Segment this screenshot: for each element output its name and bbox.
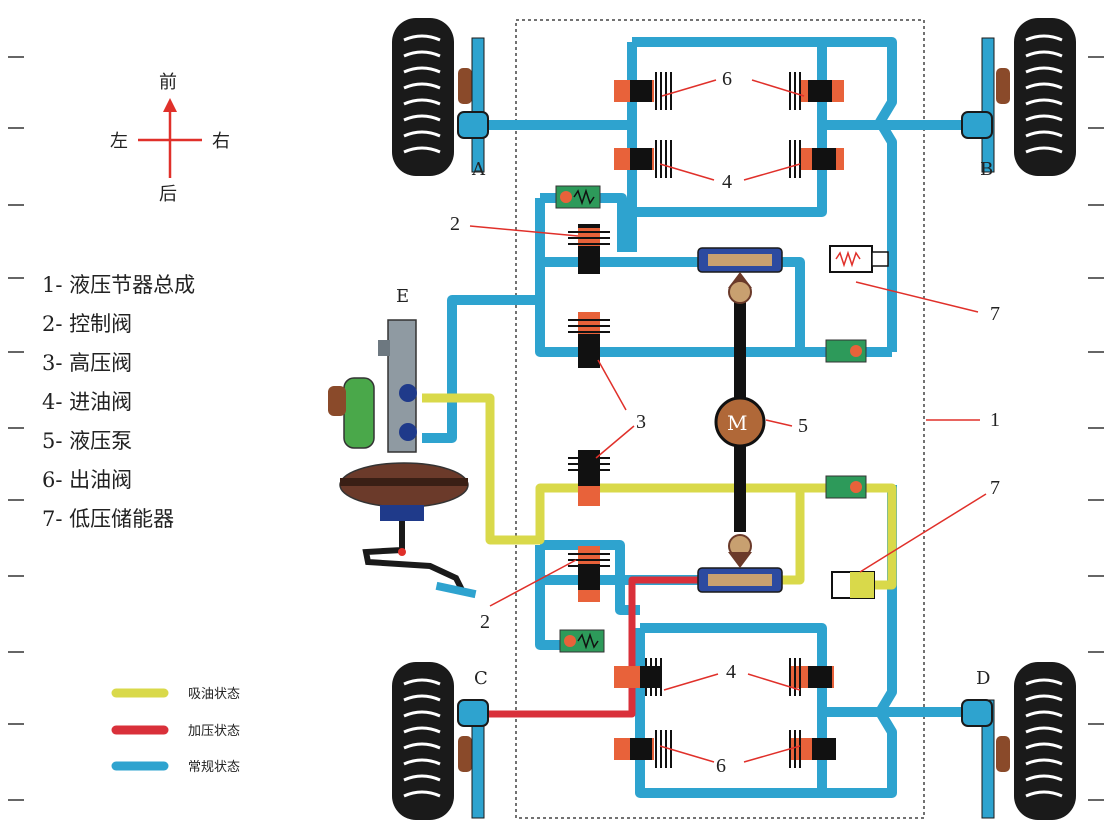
legend-label-suction: 吸油状态 [188, 687, 240, 702]
pump-cylinder-lower [697, 552, 783, 593]
valve-outlet-bottom-right [789, 730, 836, 768]
margin-ticks-left [8, 56, 24, 801]
compass-arrow-icon [163, 98, 177, 112]
parts-list-item: 7- 低压储能器 [42, 507, 174, 531]
callout-6-lower: 6 [716, 755, 726, 777]
margin-ticks-right [1088, 56, 1104, 801]
valve-inlet-top-left [614, 140, 672, 178]
valve-inlet-bottom-left [614, 658, 662, 696]
valve-inlet-bottom-right [789, 658, 834, 696]
callout-5: 5 [798, 415, 808, 437]
control-valve-lower [568, 546, 610, 602]
wheel-label-b: B [980, 159, 993, 180]
wheel-label-a: A [471, 159, 486, 180]
callout-7-upper: 7 [990, 303, 1000, 325]
parts-list-item: 4- 进油阀 [42, 390, 132, 414]
parts-list: 1- 液压节器总成 2- 控制阀 3- 高压阀 4- 进油阀 5- 液压泵 6-… [42, 273, 195, 531]
compass-left: 左 [110, 131, 128, 152]
valve-outlet-top-right [789, 72, 844, 110]
callout-1: 1 [990, 409, 1000, 431]
label-e: E [396, 286, 409, 307]
parts-list-item: 5- 液压泵 [42, 429, 132, 453]
high-pressure-valve-lower [568, 450, 610, 506]
check-valve-upper [555, 185, 601, 209]
master-cylinder-booster: E [328, 286, 477, 599]
callout-2-lower: 2 [480, 611, 490, 633]
direction-compass: 前 后 左 右 [110, 72, 230, 205]
valve-inlet-top-right [789, 140, 844, 178]
callout-4-lower: 4 [726, 661, 736, 683]
control-valve-upper [568, 224, 610, 274]
callout-4-upper: 4 [722, 171, 732, 193]
high-pressure-valve-upper [568, 312, 610, 368]
callout-7-lower: 7 [990, 477, 1000, 499]
wheel-rear-left: C [392, 662, 489, 820]
low-pressure-accumulator-lower [831, 571, 875, 599]
pump-motor: M [714, 280, 766, 558]
parts-list-item: 2- 控制阀 [42, 312, 132, 336]
check-valve-lower [559, 629, 605, 653]
pipes-pressure [476, 576, 708, 718]
parts-list-item: 3- 高压阀 [42, 351, 132, 375]
callout-6-upper: 6 [722, 68, 732, 90]
callout-2-upper: 2 [450, 213, 460, 235]
parts-list-item: 6- 出油阀 [42, 468, 132, 492]
hydraulic-unit-boundary [515, 19, 925, 819]
callout-leaders [469, 79, 987, 763]
valve-outlet-top-left [614, 72, 672, 110]
wheel-label-c: C [474, 668, 488, 689]
check-valve-right-lower [825, 475, 867, 499]
compass-front: 前 [159, 72, 177, 93]
callout-numbers: 6 4 2 3 5 1 7 7 2 4 6 [450, 68, 1000, 777]
compass-right: 右 [212, 131, 230, 152]
callout-3: 3 [636, 411, 646, 433]
state-legend: 吸油状态 加压状态 常规状态 [111, 687, 240, 775]
valve-outlet-bottom-left [614, 730, 672, 768]
wheel-front-right: B [961, 18, 1076, 180]
parts-list-item: 1- 液压节器总成 [42, 273, 195, 297]
compass-rear: 后 [159, 184, 177, 205]
legend-label-pressure: 加压状态 [188, 724, 240, 739]
wheel-front-left: A [392, 18, 489, 180]
pump-motor-label: M [727, 411, 747, 435]
low-pressure-accumulator-upper [829, 245, 889, 273]
wheel-label-d: D [976, 668, 990, 689]
wheel-rear-right: D [961, 662, 1076, 820]
check-valve-right-upper [825, 339, 867, 363]
pipes-suction [422, 393, 897, 590]
legend-label-normal: 常规状态 [188, 760, 240, 775]
